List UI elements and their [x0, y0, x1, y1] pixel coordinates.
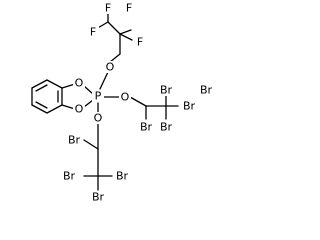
atom-f-mid-right: F — [137, 36, 143, 49]
atom-labels: F F F F O O P O O O Br Br Br Br Br Br Br — [60, 2, 215, 204]
atom-f-mid-left: F — [90, 26, 96, 39]
atom-o-top: O — [106, 61, 115, 74]
atom-f-top-left: F — [105, 2, 111, 15]
atom-f-top-right: F — [126, 2, 132, 15]
atom-br-right-upper: Br — [160, 84, 173, 97]
atom-br-bottom-upper: Br — [68, 134, 81, 147]
molecule-drawing: F F F F O O P O O O Br Br Br Br Br Br Br — [31, 1, 215, 204]
atom-br-right-top: Br — [200, 84, 213, 97]
atom-br-bottom-left: Br — [63, 170, 76, 183]
right-tribromo-chain — [103, 92, 179, 120]
atom-br-bottom-bottom: Br — [92, 191, 105, 204]
structure-diagram: F F F F O O P O O O Br Br Br Br Br Br Br — [31, 1, 215, 204]
dioxaphosphole-ring — [61, 83, 94, 110]
atom-o-bottom: O — [94, 112, 103, 125]
benzene-ring — [31, 79, 63, 114]
atom-phosphorus: P — [95, 90, 102, 103]
atom-o-ring-upper: O — [75, 77, 84, 90]
atom-br-right-side: Br — [183, 100, 196, 113]
atom-o-ring-lower: O — [75, 103, 84, 116]
bottom-tribromo-chain — [83, 102, 113, 191]
atom-br-right-lower: Br — [160, 121, 173, 134]
atom-o-right: O — [121, 91, 130, 104]
tetrafluoropropyl-chain — [95, 11, 133, 90]
atom-br-right-left: Br — [140, 121, 153, 134]
atom-br-bottom-right: Br — [116, 170, 129, 183]
